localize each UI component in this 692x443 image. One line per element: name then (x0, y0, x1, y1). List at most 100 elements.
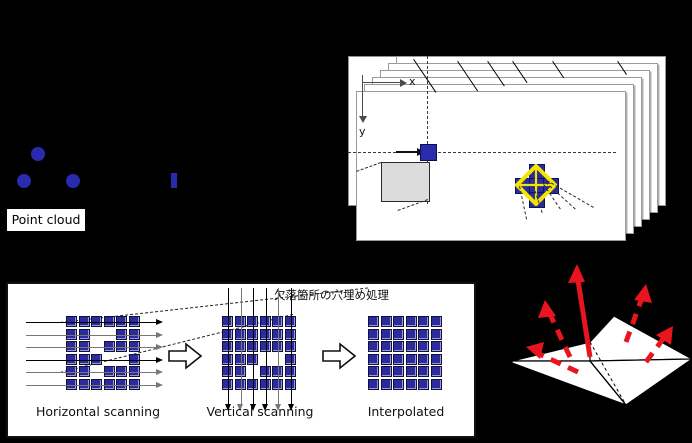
grid-cell (103, 316, 115, 327)
grid-cell (393, 341, 405, 353)
grid-cell (78, 379, 90, 390)
grid-cell (259, 366, 271, 378)
grid-cell (431, 328, 442, 340)
grid-cell (368, 379, 379, 390)
crosshair-vertical (427, 56, 428, 204)
grid-cell (259, 316, 271, 327)
grid-cell (272, 379, 284, 390)
axis-x-arrowhead (400, 78, 407, 87)
grid-cell (368, 353, 379, 365)
grid-cell (405, 366, 417, 378)
scanning-panel: 欠落箇所の穴埋め処理 Horizontal scanning Vertical … (6, 282, 476, 438)
grid-cell (222, 341, 233, 353)
label-interpolated: Interpolated (367, 404, 445, 419)
grid-cell (405, 379, 417, 390)
grid-cell (418, 328, 430, 340)
grid-cell (393, 379, 405, 390)
grid-cell (129, 366, 140, 378)
scan-line-horizontal (26, 385, 158, 386)
axis-y-line (362, 82, 364, 118)
grid-cell (103, 341, 115, 353)
grid-cell (285, 328, 296, 340)
surface-normals-diagram (511, 264, 692, 407)
diamond-highlight-icon (515, 164, 557, 206)
grid-cell (234, 353, 246, 365)
annotation-jp: 欠落箇所の穴埋め処理 (274, 288, 389, 302)
grid-cell (368, 328, 379, 340)
grid-cell (66, 353, 77, 365)
scan-arrowhead (156, 382, 163, 388)
grid-cell (272, 341, 284, 353)
region-of-interest-rect (381, 162, 430, 202)
grid-cell (418, 366, 430, 378)
grid-cell (418, 341, 430, 353)
grid-cell (380, 366, 392, 378)
scan-arrowhead (287, 404, 294, 411)
label-vertical-scanning: Vertical scanning (206, 404, 314, 419)
grid-cell (272, 328, 284, 340)
scan-arrowhead (156, 319, 163, 325)
grid-cell (78, 328, 90, 340)
grid-cell (66, 328, 77, 340)
scan-line-vertical (278, 288, 280, 406)
grid-cell (405, 341, 417, 353)
grid-cell (272, 316, 284, 327)
grid-cell (222, 328, 233, 340)
grid-cell (116, 341, 128, 353)
scan-arrowhead (156, 344, 163, 351)
grid-cell (234, 341, 246, 353)
grid-cell (222, 379, 233, 390)
flow-arrow-icon (322, 342, 356, 370)
grid-cell (393, 353, 405, 365)
scan-arrowhead (156, 331, 163, 338)
grid-cell (380, 328, 392, 340)
scan-line-horizontal (26, 322, 158, 323)
grid-cell (129, 353, 140, 365)
axis-x-label: x (409, 75, 416, 88)
grid-cell (116, 366, 128, 378)
grid-cell (234, 316, 246, 327)
surface-patch (589, 315, 692, 362)
neighborhood-cluster (513, 162, 559, 208)
point-cloud-region: Point cloud (0, 100, 330, 232)
grid-cell (285, 379, 296, 390)
axis-y-label: y (359, 125, 366, 138)
grid-cell (259, 341, 271, 353)
grid-cell (247, 328, 259, 340)
scan-arrowhead (274, 404, 281, 411)
scan-arrowhead (249, 404, 256, 411)
scan-line-vertical (253, 288, 255, 406)
grid-cell (418, 316, 430, 327)
grid-cell (285, 316, 296, 327)
scan-line-horizontal (26, 359, 158, 361)
grid-cell (247, 353, 259, 365)
grid-cell (116, 328, 128, 340)
grid-cell (380, 353, 392, 365)
grid-cell (285, 366, 296, 378)
point-cloud-dot (171, 173, 177, 188)
grid-interpolated (368, 316, 444, 392)
grid-cell (66, 366, 77, 378)
grid-cell (405, 353, 417, 365)
grid-cell (78, 341, 90, 353)
grid-horizontal-scanning (66, 316, 142, 392)
scan-line-horizontal (26, 347, 158, 349)
surface-patch-group (511, 315, 692, 407)
grid-cell (431, 316, 442, 327)
scan-line-vertical (265, 288, 267, 406)
grid-cell (234, 366, 246, 378)
grid-cell (247, 341, 259, 353)
grid-cell (91, 353, 103, 365)
grid-cell (66, 341, 77, 353)
vertical-scan-lines (222, 288, 298, 420)
grid-cell (418, 379, 430, 390)
grid-cell (78, 316, 90, 327)
grid-cell (222, 366, 233, 378)
grid-cell (368, 366, 379, 378)
grid-cell (431, 379, 442, 390)
point-cloud-dot (31, 147, 45, 161)
grid-cell (78, 353, 90, 365)
grid-cell (431, 341, 442, 353)
scan-arrowhead (224, 404, 231, 411)
grid-cell (129, 341, 140, 353)
